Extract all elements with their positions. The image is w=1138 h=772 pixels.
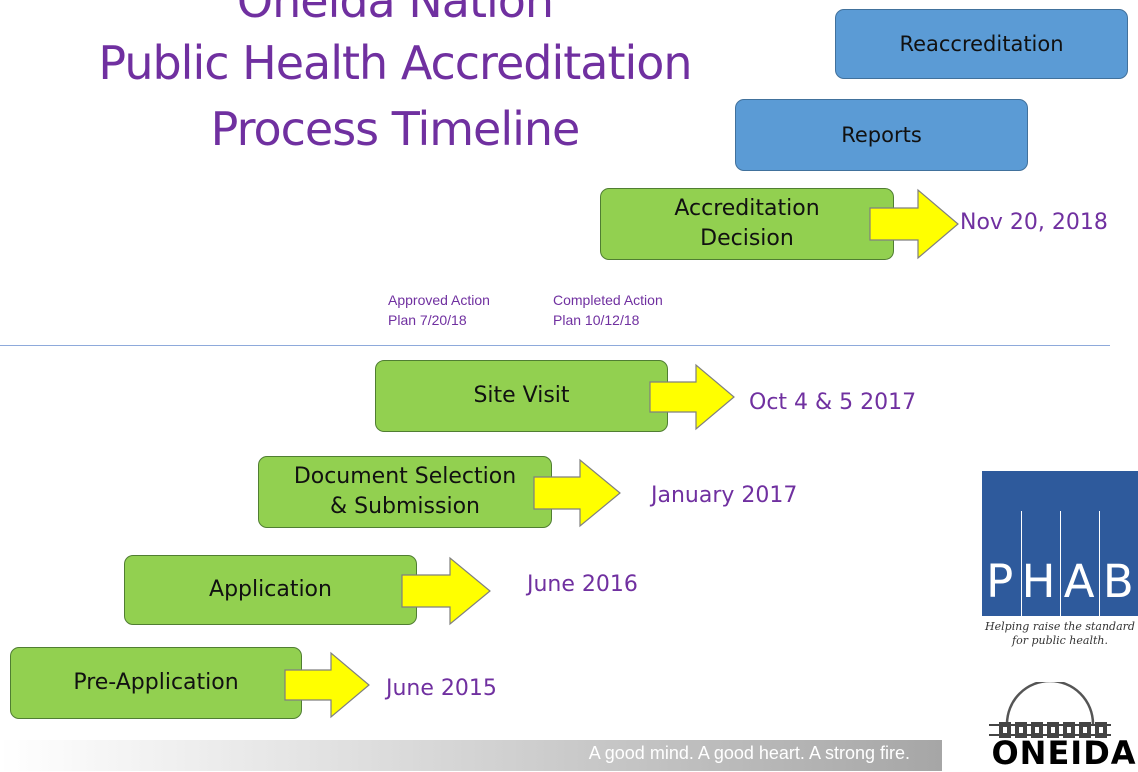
step-document-selection-box: Document Selection & Submission (258, 456, 552, 528)
arrow-application (401, 556, 491, 626)
date-accreditation-decision: Nov 20, 2018 (960, 210, 1108, 235)
step-pre-application-label: Pre-Application (73, 670, 239, 695)
step-document-selection-line2: & Submission (329, 494, 480, 519)
phab-logo: P H A B (982, 471, 1138, 616)
phab-letter: P (986, 555, 1014, 608)
reports-label: Reports (841, 123, 922, 147)
reaccreditation-label: Reaccreditation (899, 32, 1064, 56)
timeline-divider (0, 345, 1110, 346)
date-document-selection: January 2017 (651, 483, 798, 508)
phab-letters: P H A B (982, 555, 1138, 608)
date-pre-application: June 2015 (386, 676, 497, 701)
step-application-label: Application (209, 577, 332, 602)
step-accreditation-decision-box: Accreditation Decision (600, 188, 894, 260)
phab-letter: A (1063, 555, 1095, 608)
footer-tagline: A good mind. A good heart. A strong fire… (588, 743, 910, 763)
note-approved-line2: Plan 7/20/18 (388, 312, 467, 328)
step-accreditation-decision-line2: Decision (700, 226, 794, 251)
phab-divider (1060, 511, 1061, 616)
phab-letter: B (1102, 555, 1134, 608)
phab-tagline-line1: Helping raise the standard (985, 620, 1135, 633)
reaccreditation-box: Reaccreditation (835, 9, 1128, 79)
phab-divider (1021, 511, 1022, 616)
title-line-1: Oneida Nation (236, 0, 554, 28)
step-pre-application-box: Pre-Application (10, 647, 302, 719)
note-completed-line2: Plan 10/12/18 (553, 312, 640, 328)
note-approved-line1: Approved Action (388, 292, 490, 308)
arrow-site-visit (649, 363, 735, 431)
arrow-accreditation-decision (869, 188, 959, 260)
date-application: June 2016 (527, 572, 638, 597)
phab-letter: H (1021, 555, 1056, 608)
oneida-logo-text: ONEIDA (991, 734, 1137, 772)
title-line-3: Process Timeline (210, 102, 581, 156)
note-completed-line1: Completed Action (553, 292, 663, 308)
phab-tagline-line2: for public health. (1012, 634, 1108, 647)
step-site-visit-box: Site Visit (375, 360, 668, 432)
phab-divider (1099, 511, 1100, 616)
note-completed-action-plan: Completed Action Plan 10/12/18 (553, 290, 663, 330)
date-site-visit: Oct 4 & 5 2017 (749, 390, 917, 415)
step-site-visit-label: Site Visit (473, 383, 570, 408)
reports-box: Reports (735, 99, 1028, 171)
arrow-document-selection (533, 458, 621, 528)
step-application-box: Application (124, 555, 417, 625)
oneida-logo-icon (989, 682, 1111, 738)
step-document-selection-line1: Document Selection (293, 464, 517, 489)
footer-band: A good mind. A good heart. A strong fire… (0, 740, 942, 771)
arrow-pre-application (284, 651, 370, 719)
step-accreditation-decision-line1: Accreditation (674, 196, 820, 221)
note-approved-action-plan: Approved Action Plan 7/20/18 (388, 290, 490, 330)
phab-tagline: Helping raise the standard for public he… (982, 620, 1138, 648)
title-line-2: Public Health Accreditation (98, 36, 692, 90)
